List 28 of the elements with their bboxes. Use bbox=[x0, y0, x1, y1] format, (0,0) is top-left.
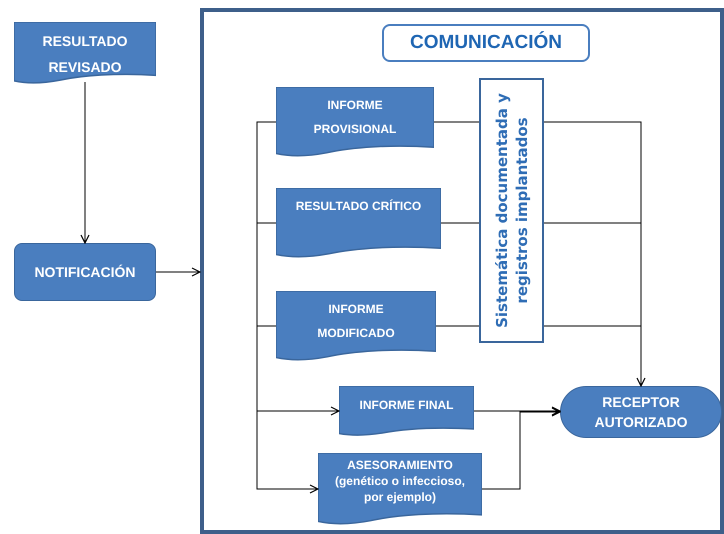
connector-arrow bbox=[482, 407, 561, 490]
node-label: COMUNICACIÓN bbox=[410, 30, 562, 55]
title-box bbox=[382, 24, 590, 62]
document-shape bbox=[14, 22, 156, 84]
frame-box bbox=[200, 8, 724, 534]
node-label: INFORME PROVISIONAL bbox=[314, 97, 396, 138]
connector-arrow bbox=[474, 406, 561, 416]
document-shape bbox=[339, 386, 474, 436]
document-shape bbox=[276, 87, 434, 157]
node-label: INFORME MODIFICADO bbox=[316, 301, 396, 342]
process-box bbox=[14, 243, 156, 301]
document-shape bbox=[276, 291, 436, 361]
node-label: INFORME FINAL bbox=[360, 397, 454, 414]
node-label: NOTIFICACIÓN bbox=[34, 262, 136, 282]
node-label: RESULTADO CRÍTICO bbox=[296, 198, 422, 215]
connector-arrow bbox=[156, 267, 201, 277]
connector-arrow bbox=[80, 82, 90, 244]
connector-arrow bbox=[256, 122, 319, 494]
node-label: RESULTADO REVISADO bbox=[41, 32, 129, 77]
node-label: RECEPTOR AUTORIZADO bbox=[593, 393, 689, 432]
node-label: Sistemática documentada y registros implantados bbox=[492, 92, 532, 330]
document-shape bbox=[276, 188, 441, 258]
vertical-text-box bbox=[479, 78, 544, 343]
connector-arrow bbox=[544, 122, 646, 387]
terminal-pill bbox=[560, 386, 722, 438]
document-shape bbox=[318, 453, 482, 525]
node-label: (genético o infeccioso, por ejemplo) bbox=[334, 473, 466, 505]
node-label: ASESORAMIENTO bbox=[347, 457, 453, 473]
